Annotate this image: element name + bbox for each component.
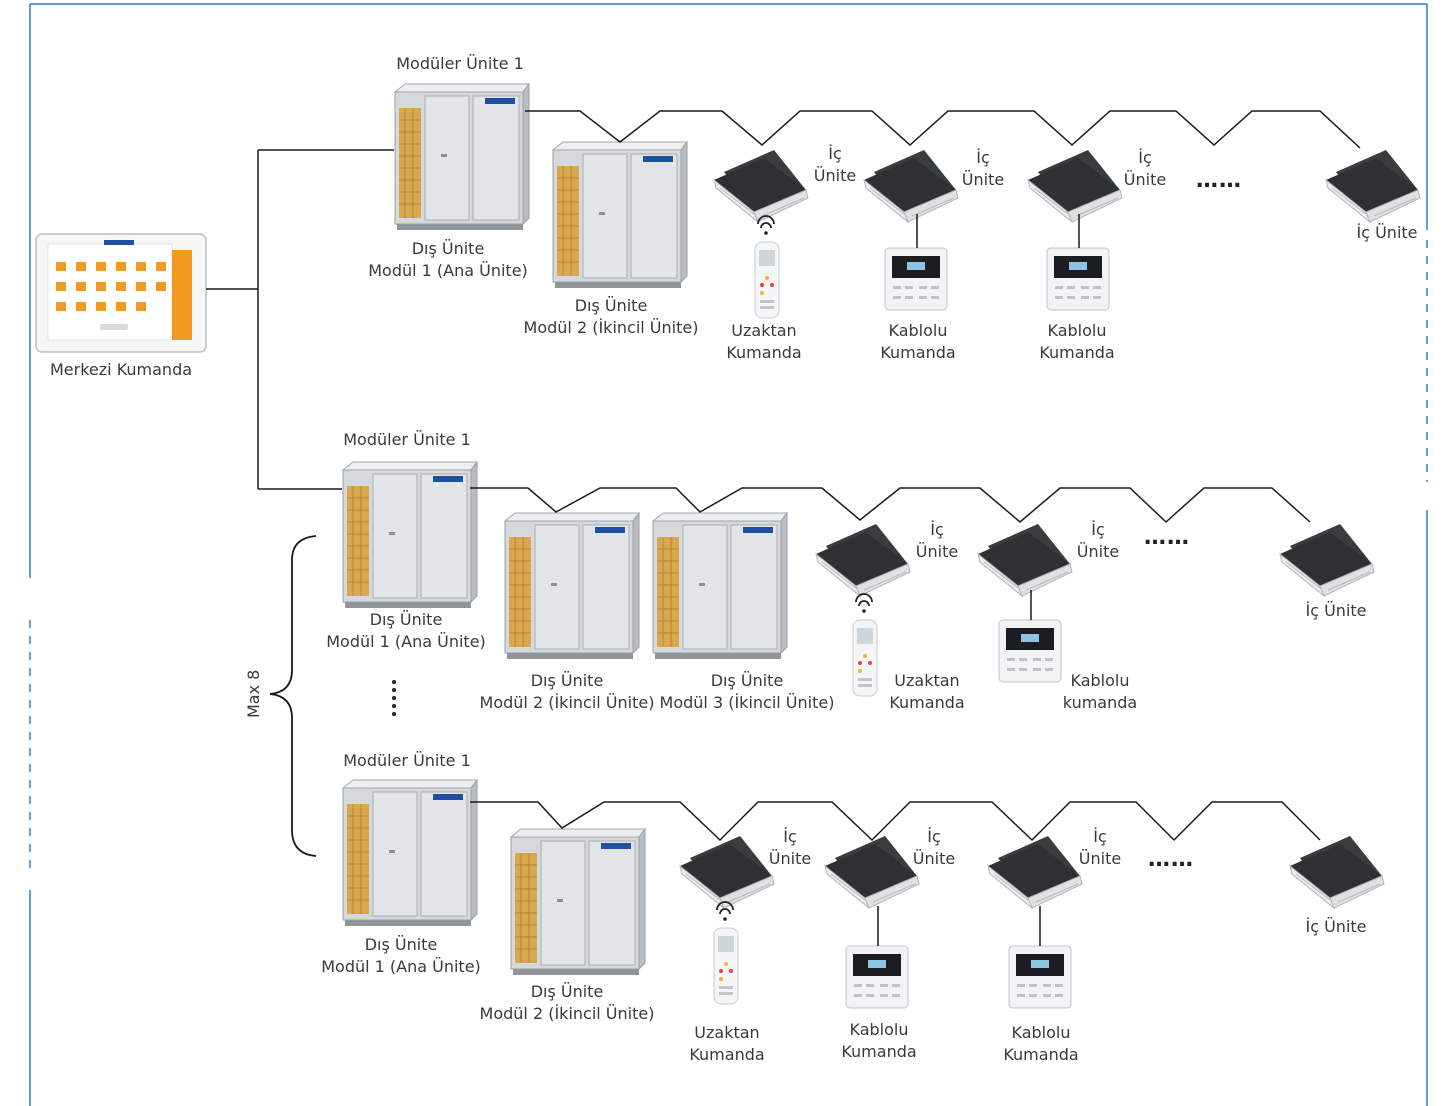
max8-label: Max 8 xyxy=(244,669,263,718)
remote-controller xyxy=(754,215,780,319)
module-title: Modüler Ünite 1 xyxy=(343,751,471,770)
wired-controller xyxy=(884,247,948,311)
outdoor-unit xyxy=(652,512,788,660)
indoor-unit xyxy=(1279,523,1375,597)
ellipsis: …… xyxy=(1148,847,1194,872)
indoor-unit xyxy=(815,523,911,597)
remote-controller xyxy=(852,593,878,697)
last-indoor-unit-label: İç Ünite xyxy=(1305,917,1367,936)
ellipsis: …… xyxy=(1144,525,1190,550)
wired-controller xyxy=(998,619,1062,683)
indoor-unit xyxy=(713,149,809,223)
outdoor-unit xyxy=(510,828,646,976)
remote-controller xyxy=(713,901,739,1005)
wired-controller xyxy=(845,945,909,1009)
outdoor-unit xyxy=(342,779,478,927)
module-title: Modüler Ünite 1 xyxy=(343,430,471,449)
group-2 xyxy=(342,461,1375,697)
indoor-unit xyxy=(987,835,1083,909)
outdoor-unit xyxy=(552,141,688,289)
vertical-ellipsis xyxy=(392,680,396,720)
indoor-unit xyxy=(1027,149,1123,223)
group-1 xyxy=(394,83,1421,319)
last-indoor-unit-label: İç Ünite xyxy=(1305,601,1367,620)
module-title: Modüler Ünite 1 xyxy=(396,54,524,73)
outdoor-unit xyxy=(394,83,530,231)
indoor-unit xyxy=(1289,835,1385,909)
indoor-unit xyxy=(863,149,959,223)
frame xyxy=(29,3,1428,1106)
central-controller-label: Merkezi Kumanda xyxy=(50,360,193,379)
max8-brace xyxy=(269,535,317,857)
indoor-unit xyxy=(824,835,920,909)
central-controller xyxy=(35,233,207,353)
central-wiring xyxy=(206,149,394,490)
group-3 xyxy=(342,779,1385,1009)
wired-controller xyxy=(1008,945,1072,1009)
indoor-unit xyxy=(977,523,1073,597)
ellipsis: …… xyxy=(1196,168,1242,193)
outdoor-unit xyxy=(504,512,640,660)
wired-controller xyxy=(1046,247,1110,311)
indoor-unit xyxy=(679,835,775,909)
last-indoor-unit-label: İç Ünite xyxy=(1356,223,1418,242)
outdoor-unit xyxy=(342,461,478,609)
indoor-unit xyxy=(1325,149,1421,223)
